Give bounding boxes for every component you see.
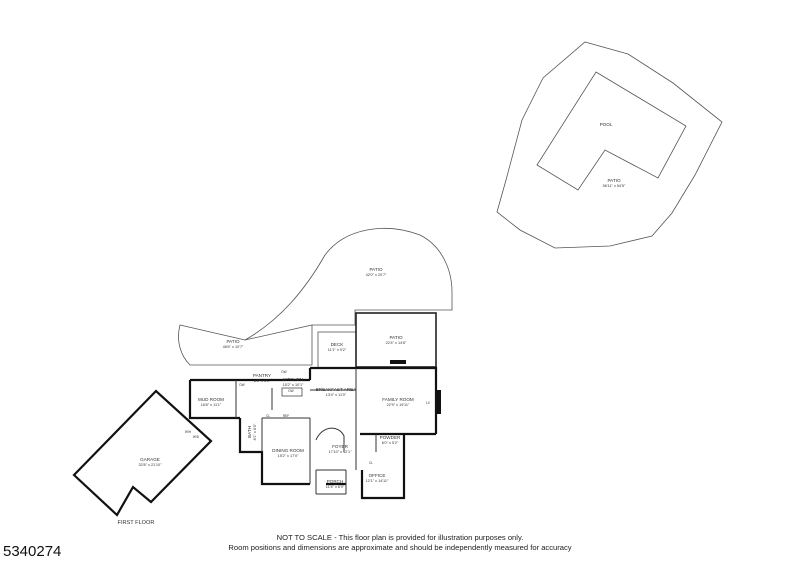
- wh-label: W/H: [185, 430, 192, 434]
- listing-id: 5340274: [3, 543, 62, 560]
- pantry-label: PANTRY: [253, 373, 271, 378]
- wd-label: W/D: [193, 435, 200, 439]
- bath-label: BATH: [247, 426, 252, 438]
- left-patio-dim: 46'6" x 10'7": [223, 345, 244, 349]
- bath-dim: 8'1" x 6'0": [253, 423, 257, 440]
- office-dim: 12'1" x 14'11": [366, 479, 389, 483]
- house-walls: [188, 366, 438, 500]
- pool-label: POOL: [600, 122, 613, 127]
- large-patio-label: PATIO: [369, 267, 383, 272]
- mud-room-label: MUD ROOM: [198, 397, 224, 402]
- large-patio-dim: 42'0" x 20'7": [366, 273, 387, 277]
- powder-label: POWDER: [380, 435, 401, 440]
- powder-dim: 6'0" x 5'2": [382, 441, 399, 445]
- dining-room-label: DINING ROOM: [272, 448, 304, 453]
- left-patio-outline: [178, 324, 313, 366]
- disclaimer-line-2: Room positions and dimensions are approx…: [228, 543, 572, 552]
- foyer-label: FOYER: [332, 444, 349, 449]
- fireplace: [436, 390, 441, 414]
- ceiling-height-label: 14': [426, 401, 431, 405]
- pool-patio-dim: 56'11" x 54'5": [603, 184, 626, 188]
- pool-patio-outline: [496, 41, 723, 249]
- dining-room-dim: 15'2" x 17'0": [278, 454, 299, 458]
- kitchen-dim: 15'2" x 10'1": [283, 383, 304, 387]
- floor-title: FIRST FLOOR: [118, 520, 155, 526]
- family-room-label: FAMILY ROOM: [382, 397, 414, 402]
- mud-room-dim: 16'8" x 11'1": [201, 403, 222, 407]
- left-patio-label: PATIO: [226, 339, 240, 344]
- garage: [72, 389, 213, 517]
- closet-label-1: CL: [266, 414, 270, 418]
- breakfast-dim: 13'4" x 11'0": [326, 393, 347, 397]
- kitchen-label: KITCHEN: [283, 377, 303, 382]
- stairs: [315, 427, 345, 452]
- dw-mud-label: DW: [239, 383, 244, 387]
- deck-label: DECK: [331, 342, 345, 347]
- closet-label-2: CL: [369, 461, 373, 465]
- foyer-dim: 17'10" x 12'1": [329, 450, 353, 454]
- pool-area: [496, 41, 723, 249]
- porch-dim: 11'4" x 6'0": [326, 485, 345, 489]
- large-patio-outline: [244, 228, 453, 341]
- family-room-dim: 22'9" x 19'11": [387, 403, 410, 407]
- pool-patio-label: PATIO: [607, 178, 621, 183]
- patio-grill: [390, 360, 406, 364]
- pool-outline: [536, 71, 687, 191]
- ref-label: REF: [283, 414, 289, 418]
- office-label: OFFICE: [369, 473, 386, 478]
- right-patio-label: PATIO: [389, 335, 403, 340]
- dw2-label: DW: [288, 389, 293, 393]
- disclaimer-line-1: NOT TO SCALE - This floor plan is provid…: [276, 533, 524, 542]
- right-patio-dim: 22'4" x 14'6": [386, 341, 407, 345]
- pantry-dim: 6'8" x 5'1": [254, 379, 271, 383]
- deck-dim: 11'1" x 9'2": [328, 348, 347, 352]
- porch-label: PORCH: [327, 479, 344, 484]
- garage-dim: 32'8" x 21'10": [139, 463, 163, 467]
- dw-label: DW: [281, 370, 286, 374]
- interior-walls: [235, 368, 377, 495]
- kitchen-island: [281, 387, 303, 397]
- right-patio-outline: [355, 312, 437, 368]
- breakfast-label: BREAKFAST AREA: [316, 387, 357, 392]
- garage-label: GARAGE: [140, 457, 160, 462]
